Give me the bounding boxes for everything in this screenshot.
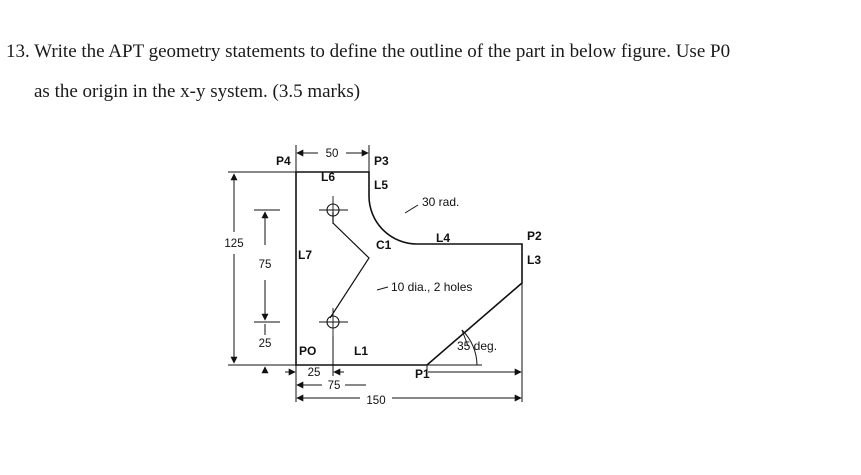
- label-l5: L5: [374, 178, 388, 192]
- question-line-2: as the origin in the x-y system. (3.5 ma…: [34, 81, 361, 102]
- question-line-1: 13. Write the APT geometry statements to…: [6, 41, 731, 62]
- dim-hole-bottom: 25: [259, 338, 272, 350]
- dim-hole-x: 25: [308, 367, 321, 379]
- label-holes: 10 dia., 2 holes: [391, 280, 472, 294]
- holes-leader: [376, 286, 389, 291]
- label-l3: L3: [527, 253, 541, 267]
- hole-top: [319, 196, 348, 224]
- label-p2: P2: [527, 229, 542, 243]
- label-p1: P1: [415, 367, 430, 381]
- dim-hole-x2: 75: [328, 380, 341, 392]
- label-p4: P4: [276, 154, 291, 168]
- part-outline: [295, 171, 523, 366]
- angle-arc: [461, 329, 478, 366]
- dim-hole-spacing: 75: [259, 259, 272, 271]
- label-l6: L6: [321, 170, 335, 184]
- dim-height-total: 125: [224, 238, 243, 250]
- dim-top-width: 50: [326, 148, 339, 160]
- label-p0: PO: [299, 344, 316, 358]
- label-l1: L1: [354, 344, 368, 358]
- label-angle: 35 deg.: [457, 339, 497, 353]
- label-radius: 30 rad.: [422, 195, 459, 209]
- label-p3: P3: [374, 154, 389, 168]
- radius-leader: [404, 204, 419, 214]
- label-l7: L7: [298, 248, 312, 262]
- angle-leader: [461, 329, 469, 347]
- hole-bottom: [319, 308, 348, 336]
- label-l4: L4: [436, 231, 450, 245]
- label-c1: C1: [376, 238, 392, 252]
- hole-center-line: [329, 212, 370, 319]
- dim-base-width: 150: [366, 395, 385, 407]
